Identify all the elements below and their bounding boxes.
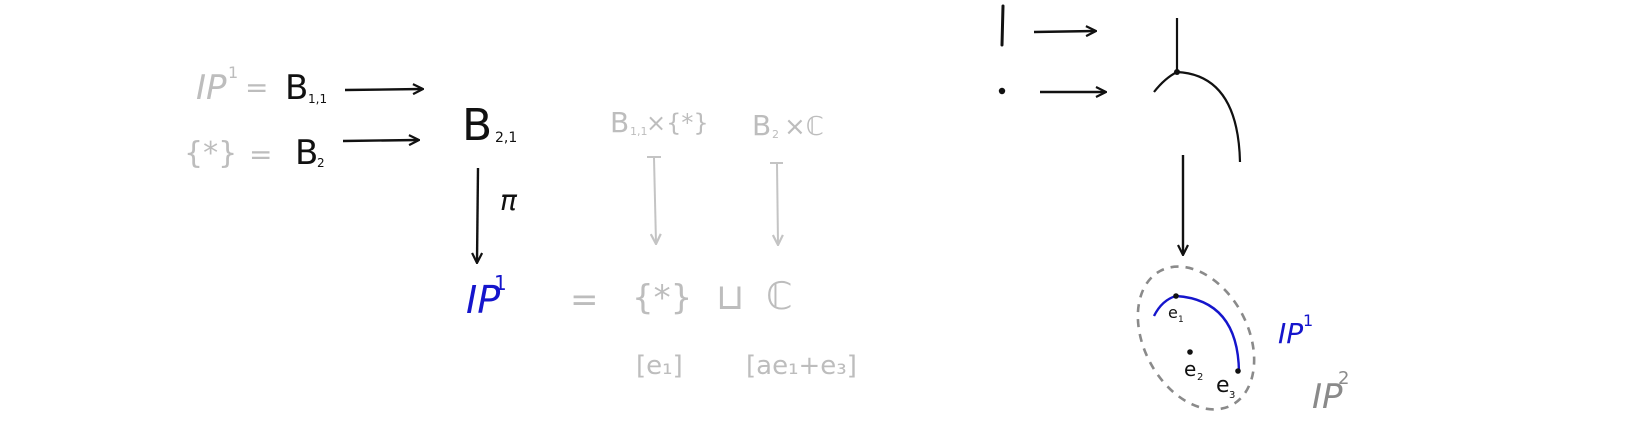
plane-boundary bbox=[1136, 265, 1256, 411]
part1-header-base: B bbox=[610, 106, 629, 139]
fibre-node bbox=[1174, 69, 1180, 75]
left-diagram: IP 1 = B 1,1 {*} = B 2 B 2,1 π IP 1 bbox=[184, 63, 857, 381]
row2-equation: {*} = B 2 bbox=[184, 133, 325, 173]
row1-equation: IP 1 = B 1,1 bbox=[196, 63, 327, 108]
curve-label: IP bbox=[1278, 317, 1303, 350]
row2-rhs-sub: 2 bbox=[317, 156, 325, 170]
plane-label: IP bbox=[1312, 377, 1343, 417]
row2-eq: = bbox=[249, 138, 272, 171]
point-e2 bbox=[1187, 349, 1193, 355]
part1-header-sub: 1,1 bbox=[630, 125, 648, 138]
curve-label-sup: 1 bbox=[1303, 311, 1313, 330]
line-to-fibre-arrow bbox=[1033, 31, 1095, 32]
point-e1-sub: 1 bbox=[1178, 315, 1184, 325]
row1-rhs: B bbox=[285, 68, 308, 108]
coproduct-symbol: ⊔ bbox=[716, 277, 744, 318]
part2-coordinate: [ae₁+e₃] bbox=[746, 351, 857, 381]
plane-label-sup: 2 bbox=[1338, 368, 1349, 389]
point-glyph bbox=[998, 87, 1006, 95]
line-segment-glyph bbox=[1000, 4, 1005, 47]
target-sub: 2,1 bbox=[495, 130, 517, 146]
part2-header-times: ×ℂ bbox=[784, 112, 824, 142]
point-e3-sub: 3 bbox=[1229, 390, 1235, 401]
bottom-base: IP bbox=[466, 278, 500, 322]
target-base: B bbox=[462, 100, 492, 151]
point-e2-sub: 2 bbox=[1197, 372, 1203, 383]
part2-header-sub: 2 bbox=[772, 128, 779, 141]
bottom-sup: 1 bbox=[494, 271, 507, 295]
point-e3 bbox=[1235, 368, 1241, 374]
row1-eq: = bbox=[245, 71, 268, 104]
part1-header-times: ×{*} bbox=[646, 109, 709, 137]
decomposition: = {*} ⊔ ℂ B 1,1 ×{*} B 2 ×ℂ [e₁] [ae₁+e₃… bbox=[570, 106, 857, 381]
projective-line-curve bbox=[1152, 294, 1241, 373]
decomposition-part2: ℂ bbox=[766, 274, 793, 318]
point-e3-label: e bbox=[1216, 373, 1230, 398]
point-e1 bbox=[1173, 293, 1179, 299]
bottom-space: IP 1 bbox=[466, 271, 507, 322]
row1-lhs: IP bbox=[196, 68, 227, 108]
row1-arrow bbox=[344, 89, 422, 90]
row1-rhs-sub: 1,1 bbox=[308, 92, 327, 106]
part1-coordinate: [e₁] bbox=[636, 351, 683, 381]
right-diagram: e 1 e 2 e 3 IP 1 IP 2 bbox=[998, 4, 1349, 417]
blown-up-curve bbox=[1153, 70, 1242, 163]
decomposition-part1: {*} bbox=[632, 278, 692, 318]
part1-arrow bbox=[654, 157, 656, 243]
row2-arrow bbox=[342, 140, 418, 141]
target-space: B 2,1 bbox=[462, 100, 517, 151]
part2-header-base: B bbox=[752, 109, 771, 142]
point-e2-label: e bbox=[1184, 357, 1196, 381]
row2-rhs: B bbox=[295, 133, 318, 173]
part2-arrow bbox=[777, 163, 778, 244]
decomposition-eq: = bbox=[570, 280, 599, 320]
row2-lhs: {*} bbox=[184, 136, 237, 171]
projection-arrow bbox=[477, 167, 478, 262]
projection-label: π bbox=[500, 184, 518, 217]
row1-lhs-sup: 1 bbox=[228, 63, 238, 82]
point-e1-label: e bbox=[1168, 303, 1178, 322]
